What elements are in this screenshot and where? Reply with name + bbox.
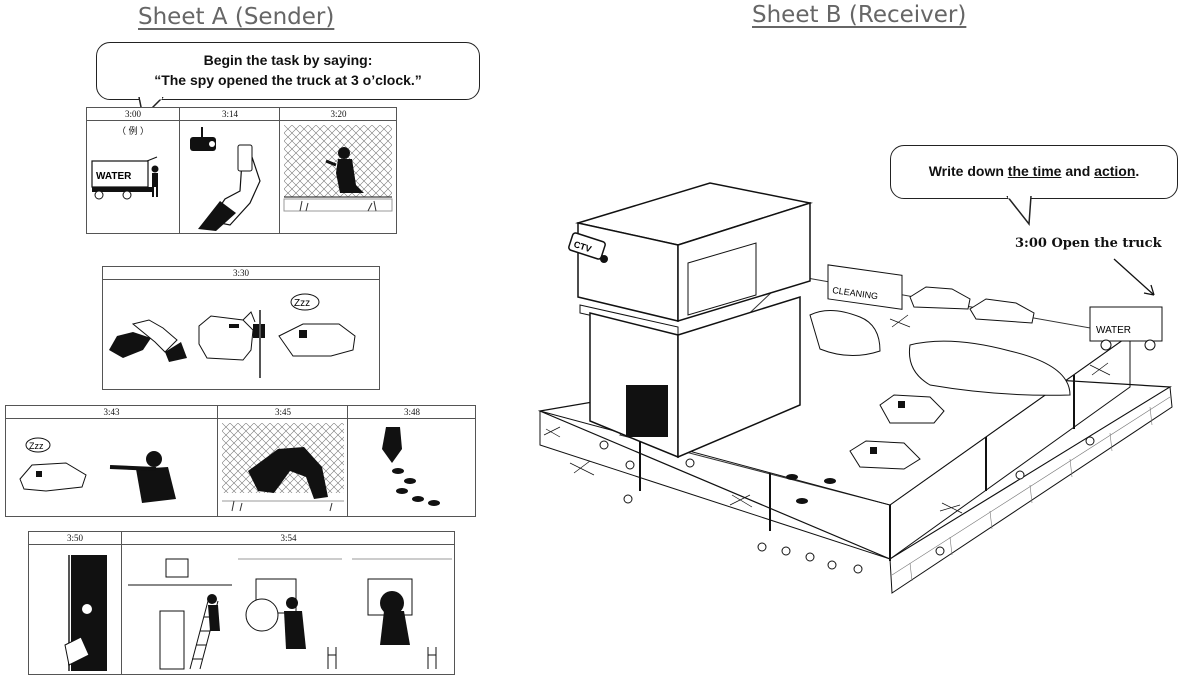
sender-instruction-line2: “The spy opened the truck at 3 o’clock.” — [154, 72, 422, 88]
example-answer: 3:00 Open the truck — [1015, 236, 1162, 251]
crawling-through-fence-illustration — [222, 423, 344, 512]
panel-time-343: 3:43 — [6, 406, 217, 419]
bubble-tail-b — [1006, 196, 1032, 226]
panel-time-345: 3:45 — [218, 406, 348, 419]
panel-time-350: 3:50 — [29, 532, 121, 545]
panel-row-4: 3:50 3:54 — [28, 531, 455, 675]
panel-time-348: 3:48 — [348, 406, 476, 419]
panel-time-314: 3:14 — [180, 108, 280, 121]
panel-330: 3:30 Zzz — [103, 267, 379, 389]
cutting-fence-illustration — [283, 125, 393, 212]
sniper-illustration: Zzz — [19, 437, 176, 503]
instruction-pre: Write down — [928, 163, 1008, 179]
panel-345: 3:45 — [217, 406, 348, 516]
compound-scene: CTV CLEANING WATER — [537, 182, 1173, 594]
receiver-instruction-bubble: Write down the time and action. — [890, 145, 1178, 226]
truck-water-label: WATER — [1096, 325, 1131, 336]
sheet-a-title: Sheet A (Sender) — [138, 4, 335, 30]
remote-camera-illustration — [190, 127, 261, 231]
receiver-instruction: Write down the time and action. — [891, 161, 1177, 181]
panel-time-320: 3:20 — [280, 108, 397, 121]
truck-label: WATER — [96, 171, 132, 182]
instruction-term-action: action — [1094, 163, 1136, 179]
arrow-to-truck — [1113, 258, 1155, 296]
panel-314: 3:14 — [179, 108, 280, 233]
instruction-mid: and — [1061, 163, 1095, 179]
opening-door-illustration — [64, 555, 107, 671]
panel-row-3: 3:43 Zzz 3:45 3:48 — [5, 405, 476, 517]
panel-time-354: 3:54 — [122, 532, 455, 545]
panel-time-330: 3:30 — [103, 267, 379, 280]
zzz-label: Zzz — [294, 298, 310, 309]
sender-instruction-line1: Begin the task by saying: — [203, 52, 373, 68]
sender-instruction-bubble: Begin the task by saying: “The spy opene… — [96, 42, 480, 119]
panel-time-300: 3:00 — [87, 108, 179, 121]
truck-open-illustration: WATER — [91, 156, 159, 200]
instruction-term-time: the time — [1007, 163, 1062, 179]
instruction-post: . — [1135, 163, 1140, 179]
example-mark: （ 例 ） — [116, 126, 149, 136]
panel-300-example: 3:00 （ 例 ） WATER — [87, 108, 179, 233]
panel-row-2: 3:30 Zzz — [102, 266, 380, 390]
panel-348: 3:48 — [347, 406, 476, 516]
panel-320: 3:20 — [279, 108, 397, 233]
panel-row-1: 3:00 （ 例 ） WATER 3:14 3:20 — [86, 107, 397, 234]
window-break-in-illustration — [128, 558, 452, 670]
panel-350: 3:50 — [29, 532, 121, 674]
zzz-label-2: Zzz — [29, 441, 44, 451]
sheet-b-title: Sheet B (Receiver) — [752, 2, 967, 28]
footprints-illustration — [382, 427, 440, 506]
drugging-dogs-illustration: Zzz — [109, 293, 356, 378]
panel-354: 3:54 — [121, 532, 455, 674]
panel-343: 3:43 Zzz — [6, 406, 217, 516]
